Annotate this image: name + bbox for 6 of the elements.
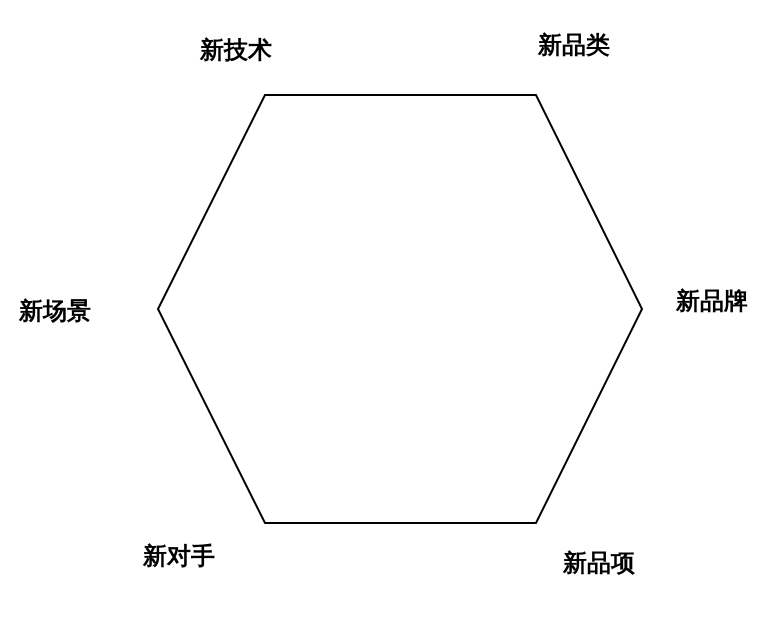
vertex-label: 新对手: [143, 544, 215, 568]
vertex-label: 新技术: [200, 38, 272, 62]
vertex-label: 新品牌: [676, 289, 748, 313]
vertex-label: 新品项: [563, 551, 635, 575]
vertex-label: 新品类: [538, 33, 610, 57]
vertex-label: 新场景: [19, 299, 91, 323]
